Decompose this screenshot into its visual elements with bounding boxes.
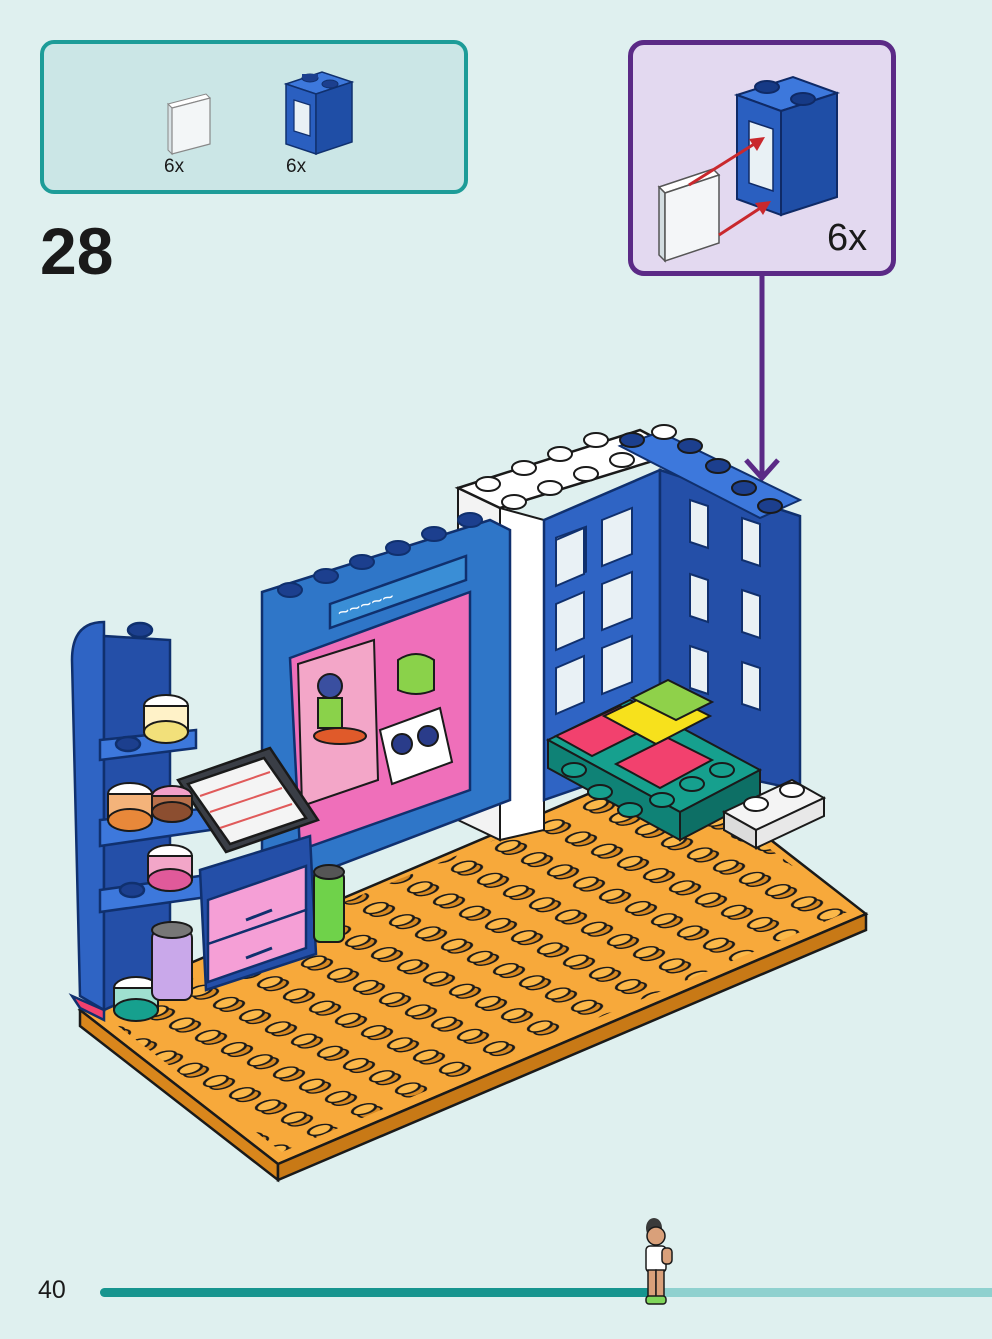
minifigure-progress-marker-icon (645, 1218, 673, 1305)
window-assembly-illustration (657, 75, 841, 263)
callout-quantity: 6x (827, 217, 868, 259)
step-number: 28 (40, 214, 114, 288)
sub-assembly-callout: 6x (628, 40, 896, 276)
blue-window-frame-icon (283, 71, 355, 156)
poster-wall-studs (277, 512, 483, 598)
round-accessories (107, 694, 345, 1022)
poster-artwork (296, 638, 454, 808)
white-side-table (721, 778, 827, 850)
top-studs (475, 424, 783, 514)
part-quantity: 6x (164, 156, 185, 177)
page-number: 40 (38, 1276, 66, 1304)
desk (198, 834, 318, 992)
progress-bar-fill (100, 1288, 654, 1297)
window-grid-back (555, 506, 633, 716)
parts-list-panel: 6x 6x (40, 40, 468, 194)
part-quantity: 6x (286, 156, 307, 177)
drawing-tablet (176, 746, 320, 854)
progress-bar (100, 1288, 992, 1297)
transparent-window-pane-icon (167, 93, 211, 156)
window-grid-side (689, 498, 761, 712)
bed (545, 678, 763, 842)
